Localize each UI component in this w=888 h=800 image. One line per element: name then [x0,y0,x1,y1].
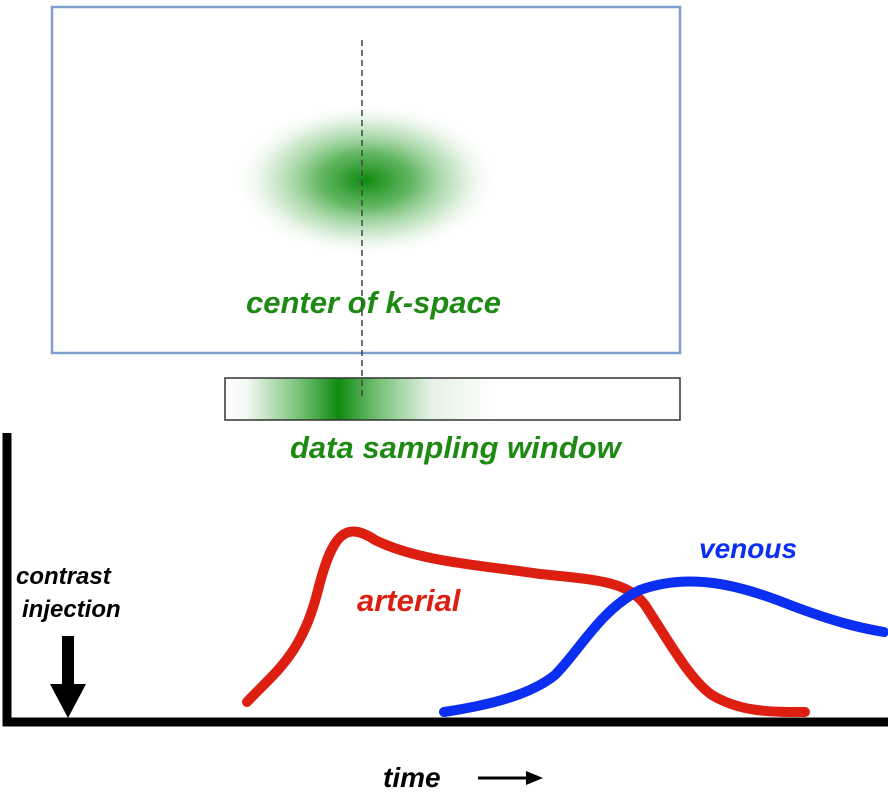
venous-label: venous [699,533,797,564]
sampling-window-label: data sampling window [290,430,623,465]
right-arrow-icon [478,771,543,785]
venous-curve [439,576,888,717]
contrast-injection-label-line2: injection [22,596,121,623]
contrast-injection-label-line1: contrast [16,563,112,590]
k-space-center-blob [233,102,499,258]
sampling-window-bar [224,377,681,421]
arterial-label: arterial [357,583,462,618]
arterial-curve [242,526,810,717]
down-arrow-icon [50,636,86,718]
k-space-center-label: center of k-space [246,285,501,320]
time-label: time [383,762,441,793]
